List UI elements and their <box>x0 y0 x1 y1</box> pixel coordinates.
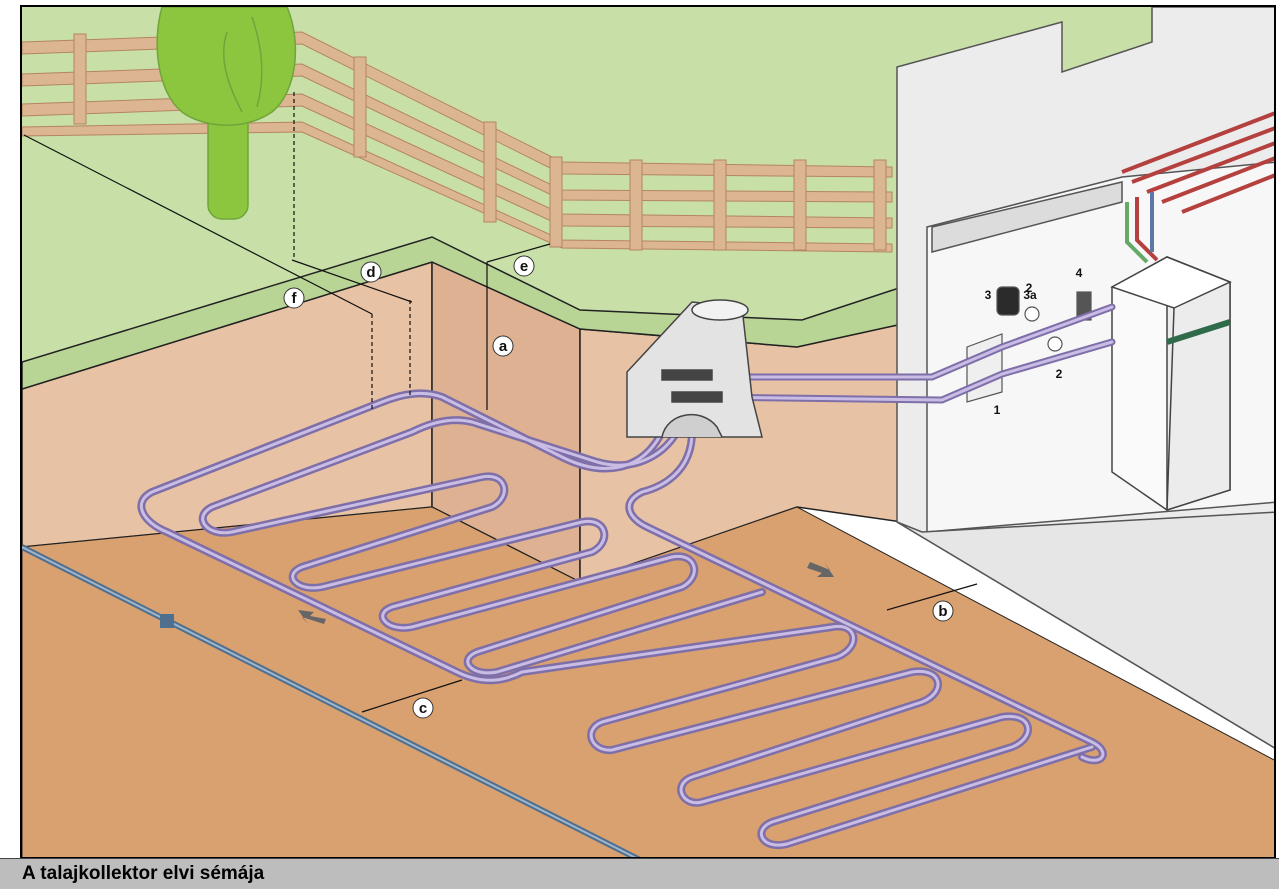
dimension-b-badge: b <box>933 601 953 621</box>
svg-text:b: b <box>938 603 947 620</box>
diagram-border: a b c d e f 1 2 2 3 3a 4 <box>20 5 1276 859</box>
dimension-f-badge: f <box>284 288 304 308</box>
svg-text:d: d <box>366 264 375 281</box>
svg-text:a: a <box>499 338 508 355</box>
svg-text:c: c <box>419 700 427 717</box>
figure-caption: A talajkollektor elvi sémája <box>22 863 264 885</box>
heat-pump-unit <box>1112 257 1230 510</box>
component-3a-label: 3a <box>1023 288 1037 302</box>
caption-bar: A talajkollektor elvi sémája <box>0 858 1279 889</box>
svg-text:e: e <box>520 258 528 275</box>
component-3-label: 3 <box>985 288 992 302</box>
ground-collector-diagram: a b c d e f 1 2 2 3 3a 4 <box>22 7 1276 859</box>
component-1-label: 1 <box>994 403 1001 417</box>
dimension-d-badge: d <box>361 262 381 282</box>
component-2-lower-label: 2 <box>1056 367 1063 381</box>
component-4-label: 4 <box>1076 266 1083 280</box>
dimension-a-badge: a <box>493 336 513 356</box>
dimension-c-badge: c <box>413 698 433 718</box>
dimension-e-badge: e <box>514 256 534 276</box>
